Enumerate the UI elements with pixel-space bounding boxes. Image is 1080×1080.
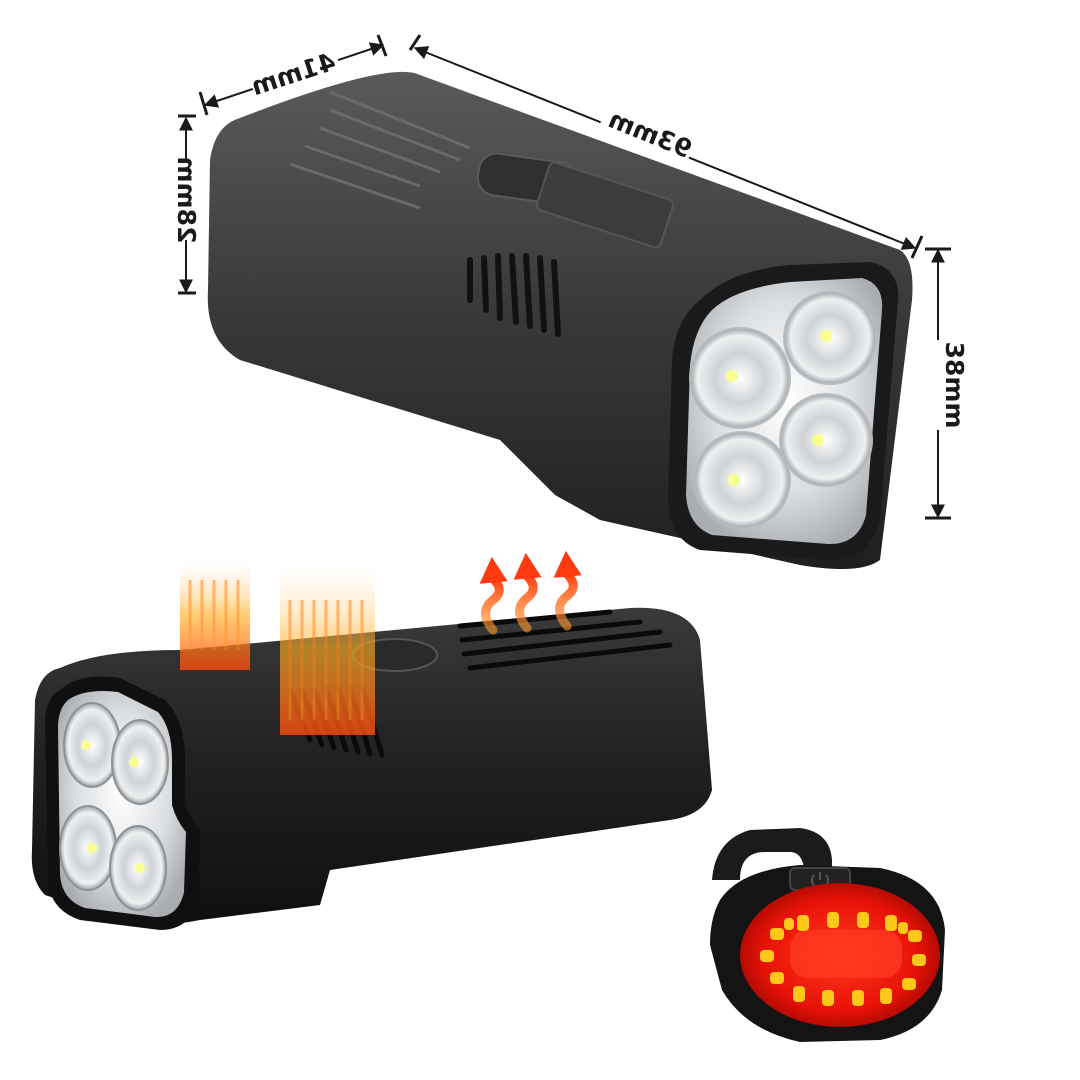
led-chip xyxy=(820,330,832,342)
dimension-head-height-label: 38mm xyxy=(940,342,969,429)
indicator-panel xyxy=(536,161,674,249)
side-vent-top xyxy=(467,253,561,337)
headlight-bottom-body xyxy=(31,607,712,925)
heat-glow-effect xyxy=(180,560,375,735)
led-array-top xyxy=(689,291,877,529)
led-chip xyxy=(812,434,824,446)
led-chip xyxy=(129,757,139,767)
heat-arrow-icon xyxy=(513,552,542,633)
headlight-bottom xyxy=(31,550,712,930)
dimension-height-label: 28mm xyxy=(172,157,201,244)
led-chip xyxy=(135,863,145,873)
led-array-bottom xyxy=(59,702,169,911)
cooling-fins-top xyxy=(289,90,471,210)
tail-light-center-diffuser xyxy=(790,930,902,978)
dimension-height: 28mm xyxy=(172,114,202,295)
heat-arrow-icon xyxy=(553,550,582,631)
mounting-strap xyxy=(712,828,832,880)
led-chip xyxy=(87,843,97,853)
headlight-top xyxy=(207,71,913,569)
led-chip xyxy=(81,740,91,750)
heat-arrows xyxy=(479,550,582,635)
led-chip xyxy=(728,474,740,486)
heat-arrow-icon xyxy=(479,556,508,635)
led-chip xyxy=(726,370,738,382)
tail-light xyxy=(710,828,945,1042)
tail-light-led-ring xyxy=(760,912,926,1006)
dimension-head-height: 38mm xyxy=(922,247,969,520)
